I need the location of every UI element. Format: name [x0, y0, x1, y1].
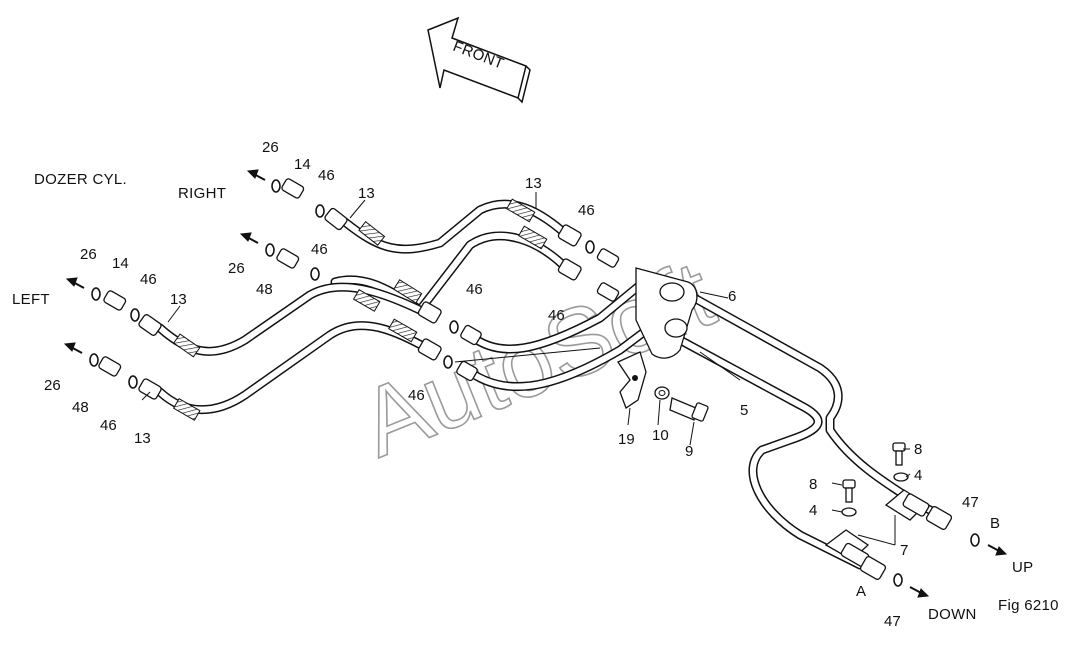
up-label: UP: [1012, 559, 1033, 576]
callout-13: 13: [134, 430, 151, 447]
callout-5: 5: [740, 402, 748, 419]
callout-26: 26: [228, 260, 245, 277]
callout-14: 14: [294, 156, 311, 173]
callout-4: 4: [914, 467, 922, 484]
o-rings: [89, 179, 980, 587]
left-label: LEFT: [12, 291, 50, 308]
callout-8: 8: [914, 441, 922, 458]
direction-arrows: [63, 169, 1008, 598]
watermark-text: AutoSoft: [346, 240, 728, 477]
callout-26: 26: [80, 246, 97, 263]
right-label: RIGHT: [178, 185, 226, 202]
callout-46: 46: [466, 281, 483, 298]
callout-14: 14: [112, 255, 129, 272]
callout-48: 48: [256, 281, 273, 298]
callout-9: 9: [685, 443, 693, 460]
callout-13: 13: [358, 185, 375, 202]
front-arrow: FRONT: [427, 16, 531, 104]
callout-47: 47: [884, 613, 901, 630]
callout-7: 7: [900, 542, 908, 559]
port-b-label: B: [990, 515, 1000, 532]
hose-sleeves: [172, 198, 548, 421]
callout-6: 6: [728, 288, 736, 305]
dozer-cylinder-label: DOZER CYL.: [34, 171, 127, 188]
down-label: DOWN: [928, 606, 977, 623]
port-a-label: A: [856, 583, 866, 600]
callout-46: 46: [140, 271, 157, 288]
watermark: AutoSoft: [345, 240, 728, 479]
callout-46: 46: [548, 307, 565, 324]
callout-46: 46: [318, 167, 335, 184]
callout-19: 19: [618, 431, 635, 448]
callout-46: 46: [311, 241, 328, 258]
text-labels: DOZER CYL. RIGHT LEFT UP DOWN A B Fig 62…: [12, 171, 1059, 623]
callout-8: 8: [809, 476, 817, 493]
callout-26: 26: [262, 139, 279, 156]
callout-4: 4: [809, 502, 817, 519]
callout-13: 13: [170, 291, 187, 308]
callout-10: 10: [652, 427, 669, 444]
callout-26: 26: [44, 377, 61, 394]
part-callouts: 26 14 46 13 46 26 48 13 46 6 26 14 46 13…: [44, 139, 979, 630]
callout-46: 46: [100, 417, 117, 434]
callout-46: 46: [408, 387, 425, 404]
figure-number: Fig 6210: [998, 597, 1059, 614]
callout-48: 48: [72, 399, 89, 416]
leader-lines: [141, 192, 911, 546]
callout-47: 47: [962, 494, 979, 511]
callout-46: 46: [578, 202, 595, 219]
fittings: [98, 178, 953, 580]
callout-13: 13: [525, 175, 542, 192]
